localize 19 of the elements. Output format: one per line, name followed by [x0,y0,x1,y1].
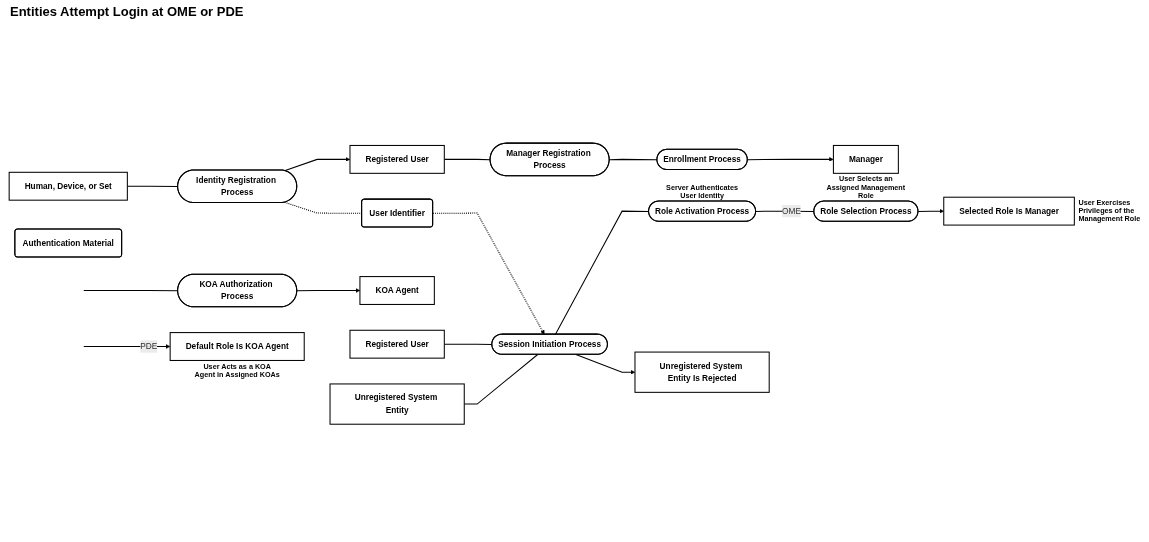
node-box: Default Role Is KOA Agent [169,332,305,362]
edge-label: PDE [139,342,157,351]
node-box: Unregistered System Entity [329,383,465,426]
connector [126,186,178,188]
node-box: KOA Agent [358,276,435,306]
node-box: Unregistered System Entity Is Rejected [633,351,770,394]
connector [463,354,538,405]
arrow [283,157,350,172]
node-box: Human, Device, or Set [8,172,128,201]
connector [283,202,362,215]
connector [554,210,649,336]
node-box: Manager [832,145,899,175]
connector [82,290,178,292]
node-box: Registered User [348,330,445,359]
note-text: Entities Attempt Login at OME or PDE [10,4,244,19]
node-box: Selected Role Is Manager [942,197,1075,226]
arrow [917,209,944,214]
node-box: Registered User [348,145,445,175]
edge-label: OME [781,206,801,216]
